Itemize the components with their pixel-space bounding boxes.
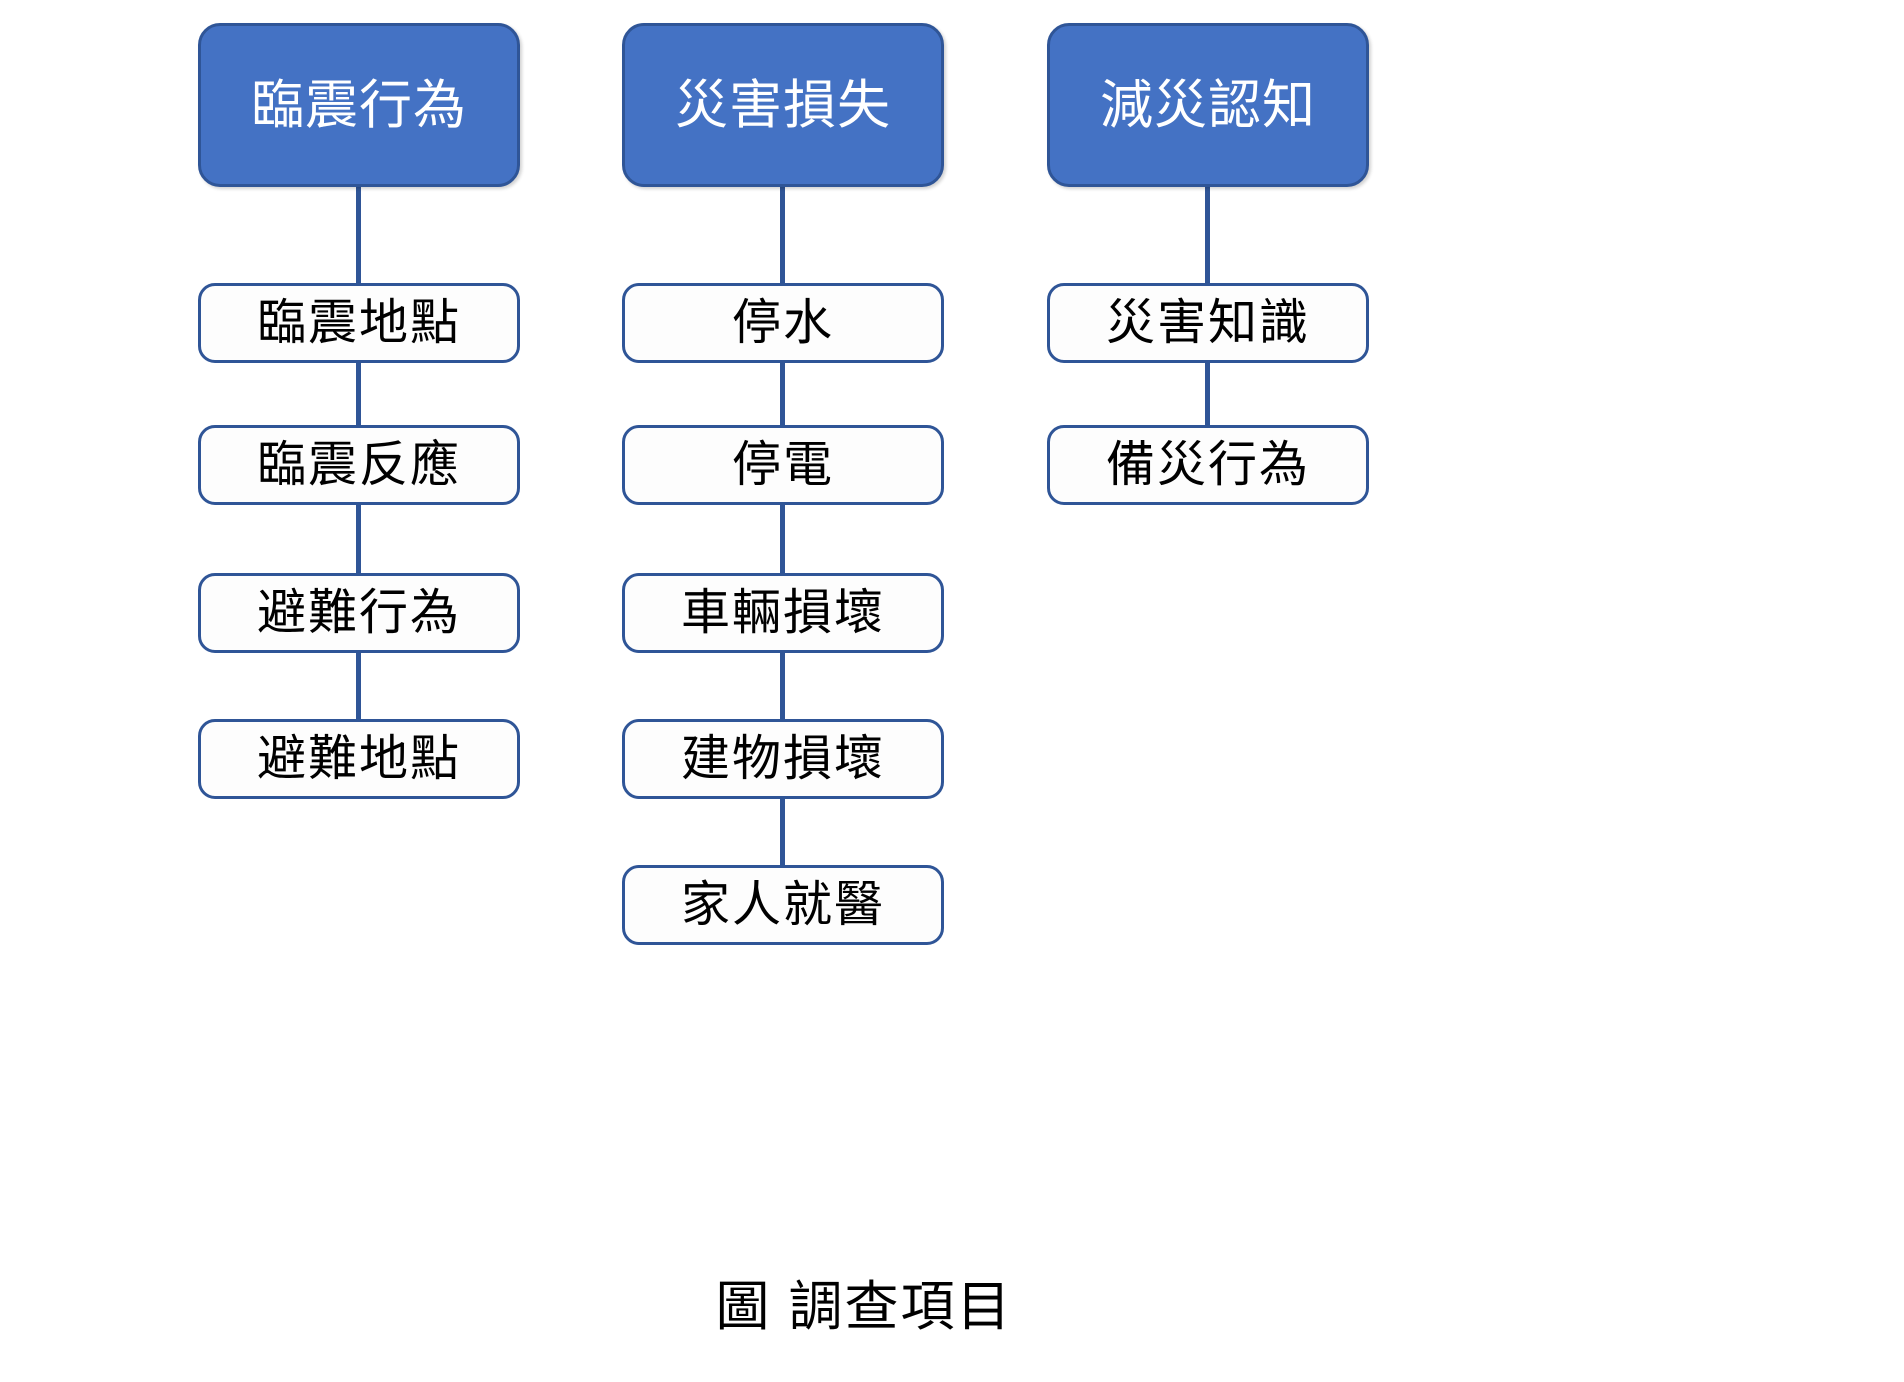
node-2-2-label: 停電 — [731, 437, 834, 492]
connector-line — [780, 650, 785, 722]
connector-line — [1205, 187, 1210, 285]
node-2-5[interactable]: 家人就醫 — [622, 865, 944, 945]
connector-line — [1205, 360, 1210, 428]
connector-line — [356, 187, 361, 285]
node-3-1-label: 災害知識 — [1105, 295, 1310, 350]
node-1-3-label: 避難行為 — [256, 585, 461, 640]
node-1-1[interactable]: 臨震地點 — [198, 283, 520, 363]
connector-line — [780, 796, 785, 868]
column-header-1[interactable]: 臨震行為 — [198, 23, 520, 187]
node-3-2[interactable]: 備災行為 — [1047, 425, 1369, 505]
node-2-4-label: 建物損壞 — [680, 731, 885, 786]
connector-line — [356, 502, 361, 576]
node-2-1[interactable]: 停水 — [622, 283, 944, 363]
column-header-2-label: 災害損失 — [675, 75, 891, 135]
node-1-4[interactable]: 避難地點 — [198, 719, 520, 799]
connector-line — [356, 360, 361, 428]
node-2-3[interactable]: 車輛損壞 — [622, 573, 944, 653]
node-2-5-label: 家人就醫 — [680, 877, 885, 932]
connector-line — [780, 187, 785, 285]
figure-caption: 圖 調查項目 — [0, 1262, 1904, 1341]
node-2-4[interactable]: 建物損壞 — [622, 719, 944, 799]
node-1-4-label: 避難地點 — [256, 731, 461, 786]
connector-line — [780, 360, 785, 428]
node-1-3[interactable]: 避難行為 — [198, 573, 520, 653]
node-1-2[interactable]: 臨震反應 — [198, 425, 520, 505]
connector-line — [356, 650, 361, 722]
column-header-3[interactable]: 減災認知 — [1047, 23, 1369, 187]
node-1-2-label: 臨震反應 — [256, 437, 461, 492]
node-1-1-label: 臨震地點 — [256, 295, 461, 350]
connector-line — [780, 502, 785, 576]
column-header-1-label: 臨震行為 — [251, 75, 467, 135]
node-2-3-label: 車輛損壞 — [680, 585, 885, 640]
node-2-2[interactable]: 停電 — [622, 425, 944, 505]
node-2-1-label: 停水 — [731, 295, 834, 350]
node-3-1[interactable]: 災害知識 — [1047, 283, 1369, 363]
figure-caption-text: 圖 調查項目 — [715, 1277, 1013, 1337]
column-header-2[interactable]: 災害損失 — [622, 23, 944, 187]
node-3-2-label: 備災行為 — [1105, 437, 1310, 492]
column-header-3-label: 減災認知 — [1100, 75, 1316, 135]
